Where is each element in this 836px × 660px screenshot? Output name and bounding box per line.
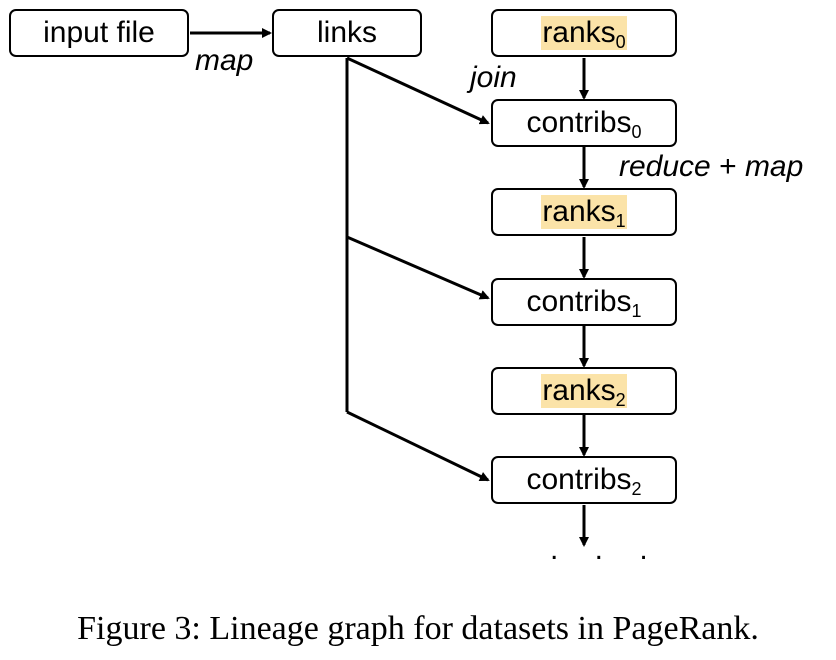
contribs-1-subscript: 1	[631, 301, 642, 321]
edge-label-map2: map	[744, 150, 804, 183]
contribs-1-text: contribs1	[526, 285, 641, 321]
edge-label-map: map	[195, 44, 254, 77]
ranks-0-highlight: ranks0	[541, 16, 627, 52]
edge-links-to-contribs2	[346, 410, 490, 482]
node-links: links	[272, 9, 422, 57]
edge-label-join: join	[470, 61, 517, 94]
node-ranks-0: ranks0	[491, 9, 677, 57]
ranks-2-highlight: ranks2	[541, 374, 627, 410]
edge-links-to-contribs1	[346, 235, 490, 300]
edges-layer	[190, 28, 589, 547]
node-ranks-2: ranks2	[491, 367, 677, 415]
contribs-1-label: contribs	[526, 285, 632, 318]
ranks-2-subscript: 2	[615, 390, 626, 410]
contribs-0-text: contribs0	[526, 106, 641, 142]
node-input-file: input file	[9, 9, 189, 57]
ranks-0-subscript: 0	[615, 32, 626, 52]
contribs-0-label: contribs	[526, 106, 632, 139]
node-contribs-2: contribs2	[491, 456, 677, 504]
contribs-0-subscript: 0	[631, 122, 642, 142]
contribs-2-text: contribs2	[526, 463, 641, 499]
edge-links-to-contribs0	[346, 56, 490, 125]
figure-caption: Figure 3: Lineage graph for datasets in …	[77, 610, 759, 647]
edge-label-reduce: reduce	[619, 150, 711, 183]
ranks-1-highlight: ranks1	[541, 195, 627, 231]
node-contribs-1: contribs1	[491, 278, 677, 326]
node-ranks-1: ranks1	[491, 188, 677, 236]
node-links-label: links	[316, 16, 377, 49]
ranks-1-label: ranks	[542, 195, 616, 228]
edge-label-reduce-map: reduce + map	[619, 152, 803, 182]
edge-label-plus: +	[710, 150, 745, 183]
continuation-dots: . . .	[550, 533, 662, 566]
node-input-file-label: input file	[43, 16, 155, 49]
contribs-2-label: contribs	[526, 463, 632, 496]
node-contribs-0: contribs0	[491, 99, 677, 147]
ranks-2-label: ranks	[542, 374, 616, 407]
ranks-0-label: ranks	[542, 16, 616, 49]
ranks-1-subscript: 1	[615, 211, 626, 231]
contribs-2-subscript: 2	[631, 479, 642, 499]
